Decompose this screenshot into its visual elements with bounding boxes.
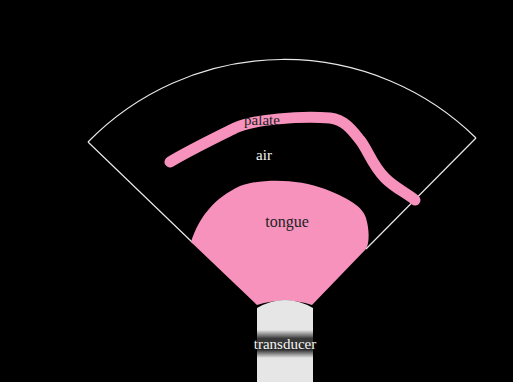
transducer-shape: transducer bbox=[255, 295, 315, 382]
node-label: palate bbox=[244, 113, 280, 128]
region-label: air bbox=[256, 148, 272, 163]
tongue-shape: tongue bbox=[188, 175, 373, 310]
sector-edge bbox=[366, 138, 476, 249]
tongue-outline bbox=[191, 181, 369, 305]
sector-arc bbox=[88, 59, 476, 142]
node-label: tongue bbox=[265, 214, 309, 230]
node-label: transducer bbox=[254, 337, 316, 352]
tongue-shape-svg bbox=[188, 175, 373, 310]
